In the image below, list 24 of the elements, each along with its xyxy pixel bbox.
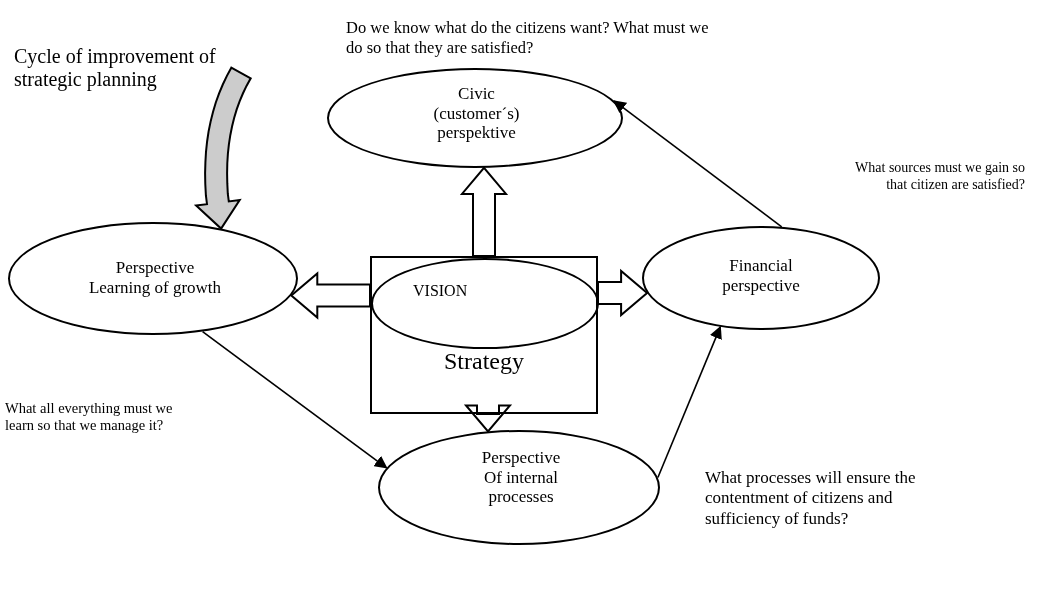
ellipse-node xyxy=(371,258,599,349)
question-text: What sources must we gain so that citizen are satisfied? xyxy=(854,160,1025,194)
question-text: Do we know what do the citizens want? What must we do so that they are satisfied? xyxy=(346,18,710,58)
ellipse-node xyxy=(327,68,623,168)
block-arrow xyxy=(463,404,513,433)
block-arrow xyxy=(459,166,509,257)
strategy-box xyxy=(370,256,598,414)
ellipse-node xyxy=(378,430,660,545)
node-label: VISION xyxy=(413,282,469,301)
node-label: Civic (customer´s) perspektive xyxy=(432,84,521,143)
node-label: Perspective Learning of growth xyxy=(87,258,223,298)
block-arrow xyxy=(193,66,253,231)
node-label: Perspective Of internal processes xyxy=(480,448,562,507)
block-arrow xyxy=(289,271,371,320)
question-text: What all everything must we learn so that we manage it? xyxy=(5,400,174,435)
block-arrow xyxy=(597,268,649,318)
node-label: Strategy xyxy=(443,348,525,376)
arrow xyxy=(657,325,722,479)
question-text: What processes will ensure the contentment of citizens and sufficiency of funds? xyxy=(705,468,917,530)
node-label: Cycle of improvement of strategic planning xyxy=(14,45,217,91)
ellipse-node xyxy=(642,226,880,330)
arrow xyxy=(613,100,783,228)
node-label: Financial perspective xyxy=(721,256,801,296)
ellipse-node xyxy=(8,222,298,335)
